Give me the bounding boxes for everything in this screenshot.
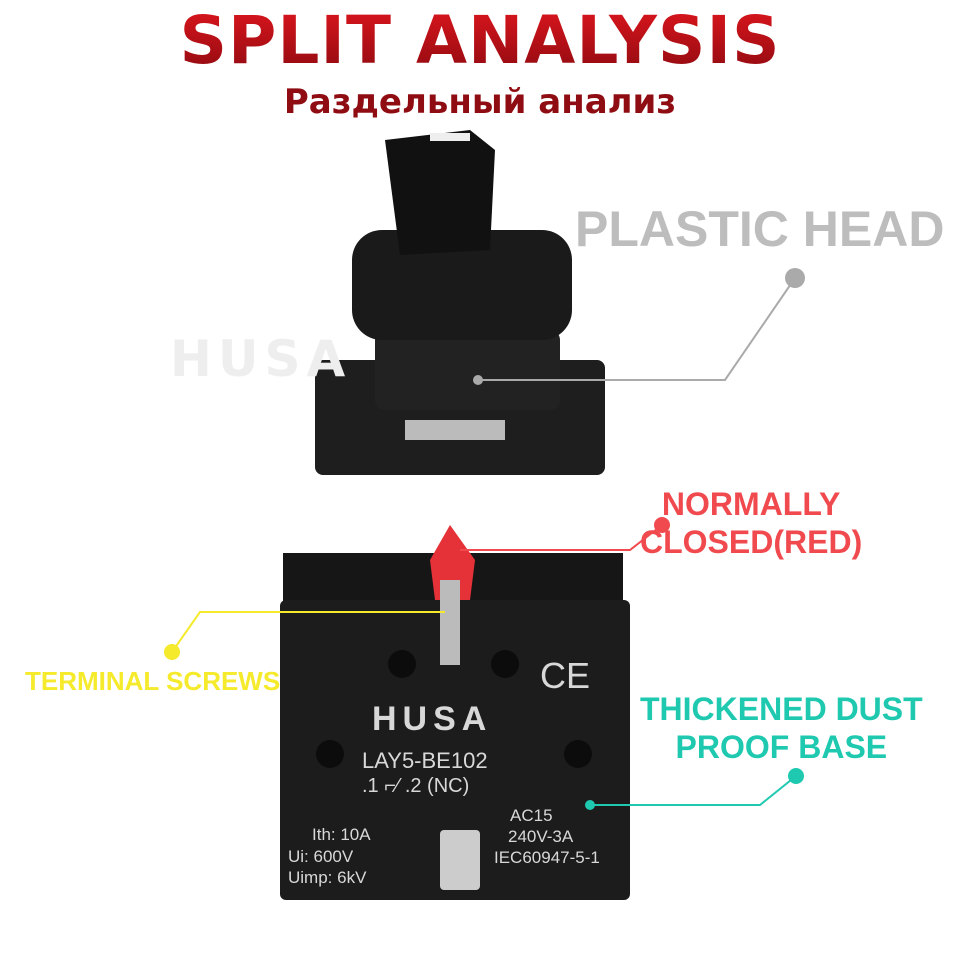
brand-label: HUSA bbox=[372, 700, 493, 738]
nc-line-1: NORMALLY bbox=[661, 486, 841, 522]
plastic-head-callout: PLASTIC HEAD bbox=[575, 201, 945, 257]
plastic-head-leader bbox=[478, 277, 796, 381]
normally-closed-callout: NORMALLY CLOSED(RED) bbox=[640, 485, 862, 561]
dust-line-1: THICKENED DUST bbox=[640, 691, 923, 727]
nc-line-2: CLOSED(RED) bbox=[640, 524, 863, 560]
dust-leader bbox=[590, 775, 797, 806]
dust-line-2: PROOF BASE bbox=[675, 729, 888, 765]
page-title: SPLIT ANALYSIS bbox=[0, 2, 960, 79]
plastic-head-assembly bbox=[315, 130, 605, 475]
contact-label: .1 ⌐⁄ .2 (NC) bbox=[362, 775, 470, 797]
standard-label: IEC60947-5-1 bbox=[494, 848, 600, 867]
ce-mark: CE bbox=[540, 655, 591, 696]
ui-label: Ui: 600V bbox=[288, 847, 354, 866]
model-label: LAY5-BE102 bbox=[362, 748, 488, 773]
terminal-screw bbox=[440, 580, 460, 665]
page-subtitle: Раздельный анализ bbox=[283, 82, 677, 122]
watermark: HUSA bbox=[170, 330, 352, 388]
terminal-screws-callout: TERMINAL SCREWS bbox=[25, 666, 281, 696]
terminal-screw-bottom bbox=[440, 830, 480, 890]
uimp-label: Uimp: 6kV bbox=[288, 868, 367, 887]
ith-label: Ith: 10A bbox=[312, 825, 371, 844]
rating-label: 240V-3A bbox=[508, 827, 574, 846]
terminal-leader bbox=[171, 611, 445, 653]
ac-label: AC15 bbox=[510, 806, 553, 825]
dust-proof-callout: THICKENED DUST PROOF BASE bbox=[640, 690, 923, 766]
nc-leader bbox=[460, 524, 663, 551]
contact-block bbox=[280, 525, 630, 900]
